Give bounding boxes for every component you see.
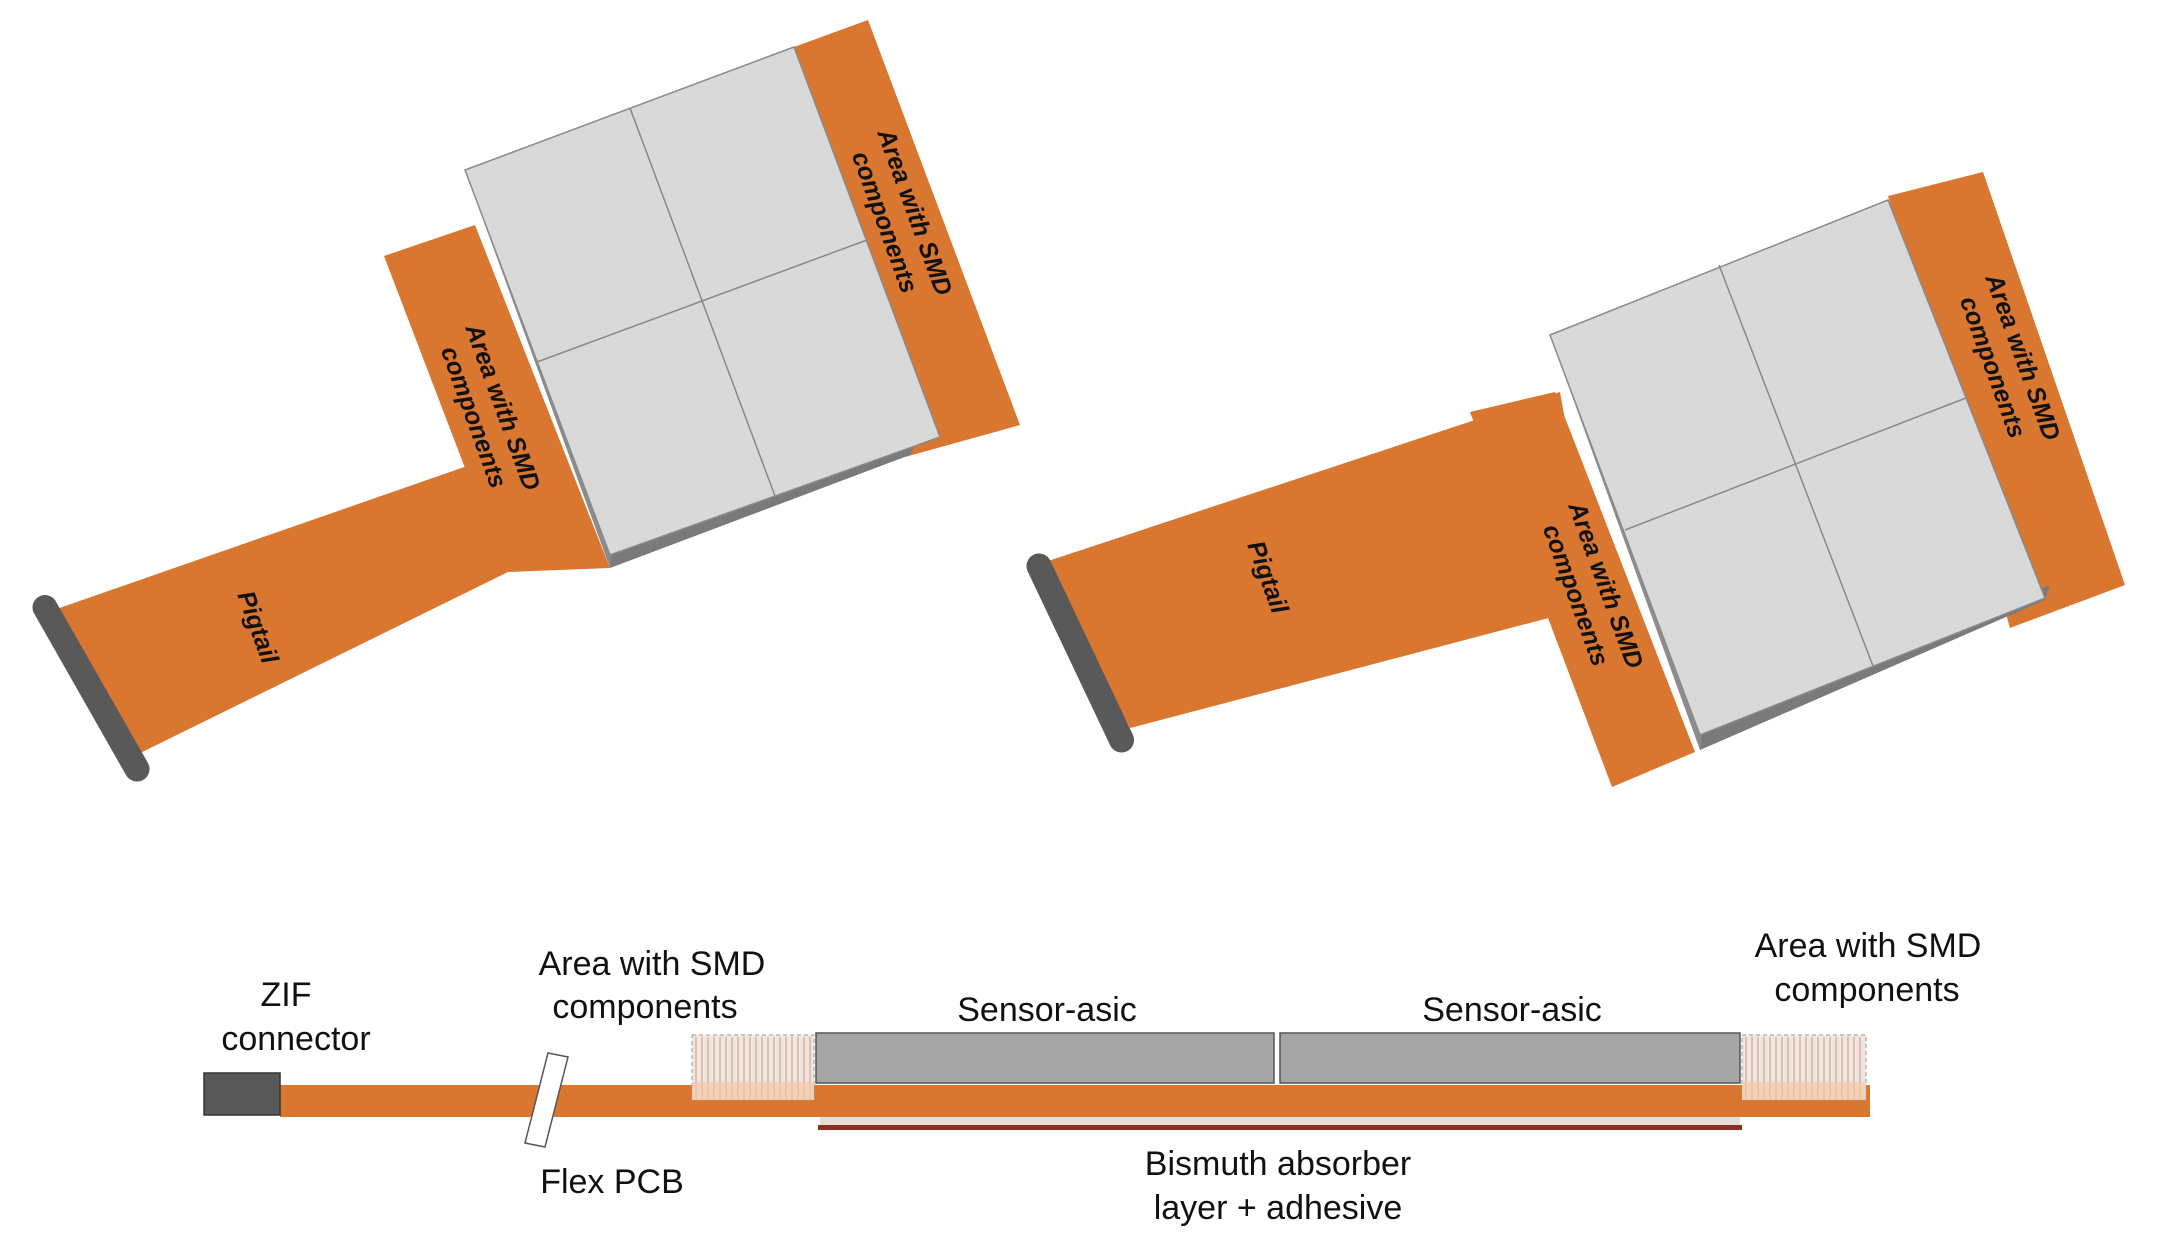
bismuth-label-1: Bismuth absorber — [1145, 1145, 1411, 1183]
sensor-divider-right-v — [1718, 264, 1874, 667]
flex-pcb-strip — [280, 1085, 1870, 1117]
zif-label-1: ZIF — [261, 976, 312, 1014]
pigtail-right — [1045, 392, 1598, 728]
sensor-asic-2-label: Sensor-asic — [1422, 991, 1602, 1029]
smd-area-side-right — [1741, 1034, 1867, 1101]
smd-side-right-label-1: Area with SMD — [1755, 927, 1982, 965]
zif-label-2: connector — [221, 1020, 370, 1058]
smd-area-right-1 — [1470, 392, 1695, 787]
smd-side-left-label-1: Area with SMD — [539, 945, 766, 983]
sensor-divider-left-h — [536, 239, 868, 363]
smd-hatch-band — [1742, 1082, 1866, 1100]
smd-area-left-1 — [384, 225, 610, 572]
zif-connector-right — [1026, 553, 1135, 753]
flex-break-marker — [524, 1052, 569, 1148]
smd-area-left-2 — [794, 20, 1020, 457]
zif-connector — [203, 1072, 281, 1116]
flex-pcb-label: Flex PCB — [540, 1163, 684, 1201]
pigtail-left — [48, 465, 508, 760]
bismuth-label-2: layer + adhesive — [1154, 1189, 1403, 1227]
smd-area-right-2 — [1888, 172, 2125, 628]
smd-side-right-label-2: components — [1774, 971, 1959, 1009]
sensor-asic-2 — [1279, 1032, 1741, 1084]
adhesive-layer — [820, 1117, 1740, 1125]
zif-connector-left — [32, 595, 150, 782]
sensor-divider-right-h — [1624, 397, 1967, 531]
assembly-left: Pigtail Area with SMD components Area wi… — [32, 20, 1020, 782]
assembly-right: Pigtail Area with SMD components Area wi… — [1026, 172, 2125, 787]
smd-area-side-left — [691, 1034, 815, 1101]
side-view: ZIF connector Area with SMD components A… — [203, 927, 1982, 1227]
smd-hatch-band — [692, 1082, 814, 1100]
bismuth-layer — [818, 1125, 1742, 1130]
smd-side-left-label-2: components — [552, 988, 737, 1026]
sensor-asic-1 — [815, 1032, 1275, 1084]
sensor-asic-1-label: Sensor-asic — [957, 991, 1137, 1029]
sensor-divider-left-v — [629, 107, 776, 497]
